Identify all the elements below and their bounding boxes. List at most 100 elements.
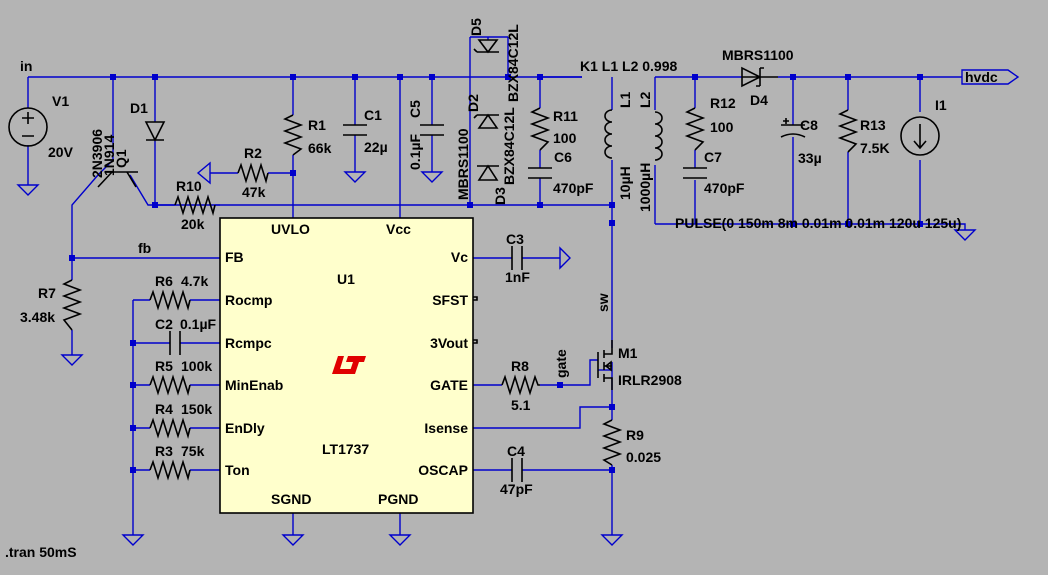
wires <box>27 36 966 535</box>
c2-value: 0.1µF <box>180 316 217 332</box>
ic-pin-label: Ton <box>225 462 250 478</box>
d3-ref: D3 <box>492 187 508 205</box>
c7-capacitor[interactable] <box>683 167 707 179</box>
d2-value: BZX84C12L <box>501 107 517 185</box>
l1-inductor[interactable] <box>604 109 613 159</box>
r9-ref: R9 <box>626 427 644 443</box>
r6-ref: R6 <box>155 273 173 289</box>
r4-ref: R4 <box>155 401 173 417</box>
v1-value: 20V <box>48 144 74 160</box>
q1-ref: Q1 <box>113 149 129 168</box>
r12-value: 100 <box>710 119 734 135</box>
c2-capacitor[interactable] <box>169 331 181 355</box>
ic-pin-label: OSCAP <box>418 462 468 478</box>
m1-value: IRLR2908 <box>618 372 682 388</box>
d3-schottky-diode[interactable] <box>477 164 499 181</box>
ic-pin-label: SFST <box>432 292 468 308</box>
c6-capacitor[interactable] <box>528 167 552 179</box>
c5-value: 0.1µF <box>407 133 423 170</box>
labels: UVLO Vcc FB Rocmp Rcmpc MinEnab EnDly To… <box>5 18 998 560</box>
r1-resistor[interactable] <box>282 114 304 156</box>
r8-ref: R8 <box>511 358 529 374</box>
q1-transistor[interactable] <box>97 171 138 188</box>
r11-ref: R11 <box>553 108 578 124</box>
r10-resistor[interactable] <box>174 194 216 216</box>
net-label-in: in <box>20 58 32 74</box>
r1-ref: R1 <box>308 117 326 133</box>
r12-resistor[interactable] <box>684 107 706 151</box>
r4-resistor[interactable] <box>149 417 191 439</box>
r4-value: 150k <box>181 401 212 417</box>
c5-capacitor[interactable] <box>420 124 444 136</box>
ic-pin-label: SGND <box>271 491 311 507</box>
r8-resistor[interactable] <box>501 374 540 396</box>
ic-pin-label: Rcmpc <box>225 335 272 351</box>
r6-resistor[interactable] <box>149 289 191 311</box>
ic-pin-label: PGND <box>378 491 418 507</box>
hvdc-port[interactable] <box>961 69 1020 85</box>
ground-symbols <box>16 161 977 546</box>
d1-ref: D1 <box>130 100 148 116</box>
r9-value: 0.025 <box>626 449 661 465</box>
ic-pin-label: EnDly <box>225 420 265 436</box>
r10-value: 20k <box>181 216 205 232</box>
r5-value: 100k <box>181 358 212 374</box>
c8-polarized-capacitor[interactable] <box>780 118 806 138</box>
m1-mosfet[interactable] <box>597 340 613 390</box>
d4-schottky-diode[interactable] <box>741 66 778 88</box>
ic-pin-label: Isense <box>424 420 468 436</box>
ic-pin-label: Vc <box>451 249 468 265</box>
lt-logo <box>332 356 366 374</box>
r2-resistor[interactable] <box>237 162 269 184</box>
c4-capacitor[interactable] <box>511 458 523 482</box>
r5-resistor[interactable] <box>149 374 191 396</box>
c1-capacitor[interactable] <box>343 124 367 136</box>
c1-value: 22µ <box>364 139 388 155</box>
r2-ref: R2 <box>244 145 262 161</box>
c3-capacitor[interactable] <box>511 246 523 270</box>
r3-ref: R3 <box>155 443 173 459</box>
c8-value: 33µ <box>798 150 822 166</box>
d2-zener-diode[interactable] <box>473 113 499 129</box>
tran-directive: .tran 50mS <box>5 544 77 560</box>
ic-pin-label: FB <box>225 249 244 265</box>
r8-value: 5.1 <box>511 397 531 413</box>
l2-inductor[interactable] <box>654 111 663 161</box>
r7-ref: R7 <box>38 285 56 301</box>
l2-value: 1000µH <box>637 163 653 212</box>
ic-u1[interactable] <box>219 217 478 514</box>
d1-diode[interactable] <box>144 121 166 142</box>
c4-value: 47pF <box>500 481 533 497</box>
ic-pin-label: MinEnab <box>225 377 283 393</box>
l2-ref: L2 <box>637 91 653 108</box>
ic-pin-label: Rocmp <box>225 292 272 308</box>
r7-resistor[interactable] <box>61 279 83 331</box>
d5-zener-diode[interactable] <box>473 39 499 54</box>
r6-value: 4.7k <box>181 273 208 289</box>
c2-ref: C2 <box>155 316 173 332</box>
d4-value: MBRS1100 <box>722 47 794 63</box>
junctions <box>69 74 923 473</box>
pulse-spec: PULSE(0 150m 8m 0.01m 0.01m 120u 125u) <box>675 215 961 231</box>
r13-ref: R13 <box>860 117 886 133</box>
c5-ref: C5 <box>407 100 423 118</box>
d1-value: 1N914 <box>101 135 117 176</box>
r13-resistor[interactable] <box>837 109 859 153</box>
v1-voltage-source[interactable] <box>8 107 48 147</box>
i1-ref: I1 <box>935 97 947 113</box>
r12-ref: R12 <box>710 95 736 111</box>
c3-value: 1nF <box>505 269 530 285</box>
r11-value: 100 <box>553 130 577 146</box>
r5-ref: R5 <box>155 358 173 374</box>
i1-current-source[interactable] <box>900 116 940 156</box>
r11-resistor[interactable] <box>529 107 551 151</box>
r9-resistor[interactable] <box>601 419 623 466</box>
c4-ref: C4 <box>507 443 525 459</box>
r3-resistor[interactable] <box>149 459 191 481</box>
net-label-gate: gate <box>553 349 569 378</box>
ic-pin-label: UVLO <box>271 221 310 237</box>
ic-part-label: LT1737 <box>322 441 369 457</box>
r13-value: 7.5K <box>860 140 890 156</box>
ic-pin-label: Vcc <box>386 221 411 237</box>
